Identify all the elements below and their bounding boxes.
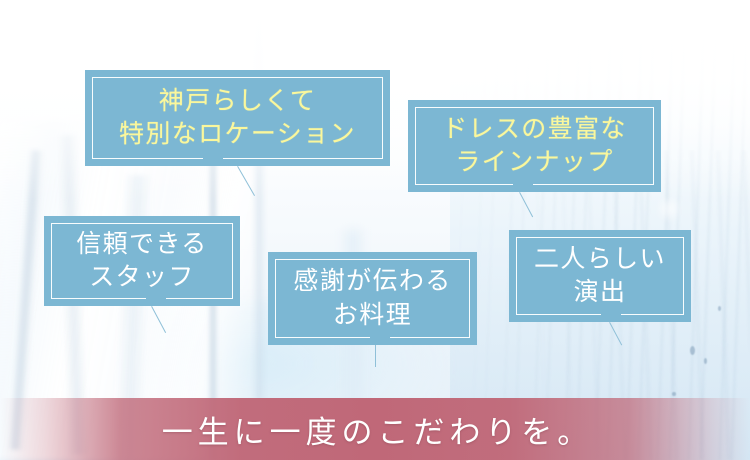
callout-label-line: 信頼できる: [76, 230, 208, 258]
callout-production: 二人らしい演出: [509, 230, 691, 322]
callout-label-line: スタッフ: [89, 264, 195, 291]
callout-dress: ドレスの豊富なラインナップ: [408, 100, 661, 192]
tagline-text: 一生に一度のこだわりを。: [161, 414, 594, 450]
background-bokeh: [660, 200, 678, 218]
callout-border-gap: [203, 157, 223, 160]
callout-border-gap: [370, 336, 390, 339]
callout-label: 神戸らしくて特別なロケーション: [85, 70, 390, 166]
callout-staff: 信頼できるスタッフ: [44, 216, 240, 306]
background-speck: [718, 306, 721, 311]
callout-cuisine: 感謝が伝わるお料理: [268, 252, 477, 345]
callout-inner-border: [51, 223, 233, 299]
callout-label-line: 特別なロケーション: [119, 121, 356, 148]
background-speck: [704, 358, 707, 364]
background-speck: [690, 346, 695, 355]
callout-location: 神戸らしくて特別なロケーション: [85, 70, 390, 166]
callout-inner-border: [415, 107, 654, 185]
callout-label-line: ドレスの豊富な: [442, 115, 627, 143]
callout-label-line: 演出: [573, 279, 627, 306]
tagline-band: [0, 398, 750, 460]
callout-label-line: ラインナップ: [455, 149, 614, 176]
background-speck: [672, 392, 676, 396]
callout-label-line: 感謝が伝わる: [293, 268, 452, 295]
callout-inner-border: [516, 237, 684, 315]
leader-line-cuisine: [375, 345, 376, 367]
callout-label: 二人らしい演出: [509, 230, 691, 322]
callout-border-gap: [146, 297, 166, 300]
callout-border-gap: [601, 313, 621, 316]
callout-border-gap: [513, 183, 533, 186]
callout-inner-border: [92, 77, 383, 159]
callout-label-line: 二人らしい: [534, 245, 666, 273]
callout-label: 信頼できるスタッフ: [44, 216, 240, 306]
callout-label-line: 神戸らしくて: [158, 87, 317, 115]
callout-label-line: お料理: [332, 301, 413, 329]
callout-label: 感謝が伝わるお料理: [268, 252, 477, 345]
callout-label: ドレスの豊富なラインナップ: [408, 100, 661, 192]
